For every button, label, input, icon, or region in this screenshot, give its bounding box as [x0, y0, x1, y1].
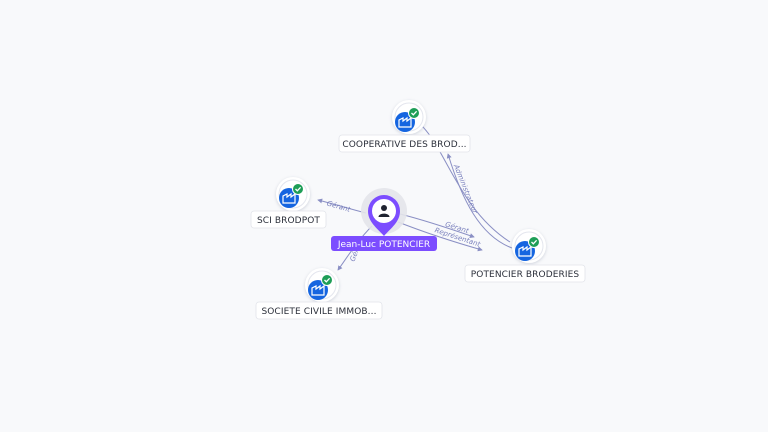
company-node-coop[interactable]: COOPERATIVE DES BROD...: [338, 100, 471, 153]
edge-person-pot-2: [397, 221, 483, 252]
edge-label-administrateur: Administrateur: [452, 162, 480, 215]
check-badge-icon: [528, 236, 540, 248]
person-pin-icon: [368, 195, 400, 236]
company-label-sci: SCI BRODPOT: [257, 216, 320, 226]
check-badge-icon: [321, 274, 333, 286]
company-node-sci[interactable]: SCI BRODPOT: [250, 177, 327, 229]
building-icon: [308, 280, 328, 300]
company-label-coop: COOPERATIVE DES BROD...: [342, 140, 466, 150]
edge-label-gerant-sci: Gérant: [326, 199, 352, 213]
person-icon: [378, 205, 390, 217]
check-badge-icon: [292, 183, 304, 195]
person-label: Jean-Luc POTENCIER: [337, 240, 430, 250]
person-node[interactable]: Jean-Luc POTENCIER: [331, 188, 437, 251]
edge-pot-coop: [446, 153, 513, 249]
company-node-soc[interactable]: SOCIETE CIVILE IMMOB...: [255, 268, 383, 320]
check-badge-icon: [408, 107, 420, 119]
company-label-pot: POTENCIER BRODERIES: [471, 270, 580, 280]
company-node-pot[interactable]: POTENCIER BRODERIES: [464, 229, 586, 283]
company-label-soc: SOCIETE CIVILE IMMOB...: [261, 307, 376, 317]
edge-person-pot-1: [399, 213, 475, 238]
